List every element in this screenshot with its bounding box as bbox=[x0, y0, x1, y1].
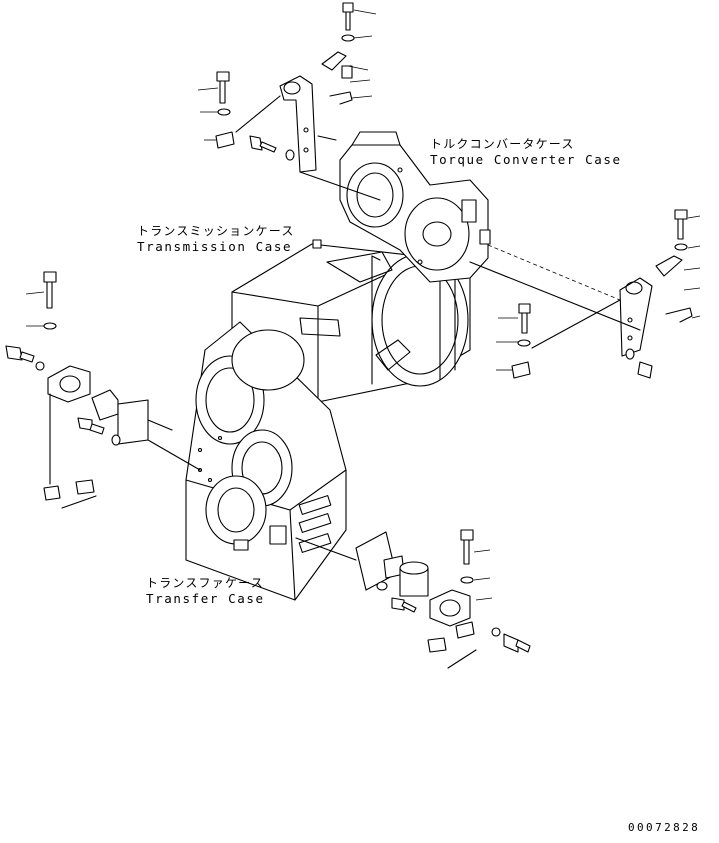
transmission-case-label-en: Transmission Case bbox=[137, 239, 293, 254]
right-mount-assembly bbox=[469, 209, 693, 379]
transfer-case-label-jp: トランスファケース bbox=[146, 576, 264, 590]
transfer-case-label: トランスファケース Transfer Case bbox=[146, 576, 265, 606]
front-lower-mount-assembly bbox=[295, 529, 531, 669]
transmission-case-label: トランスミッションケース Transmission Case bbox=[137, 224, 295, 254]
left-mount-assembly bbox=[5, 271, 201, 509]
torque-converter-case bbox=[339, 131, 491, 283]
torque-converter-case-label: トルクコンバータケース Torque Converter Case bbox=[430, 137, 622, 167]
transfer-case bbox=[185, 321, 347, 601]
transfer-case-label-en: Transfer Case bbox=[146, 591, 265, 606]
drawing-number: 00072828 bbox=[628, 821, 701, 834]
torque-converter-case-label-jp: トルクコンバータケース bbox=[430, 137, 575, 151]
leader-lines bbox=[25, 9, 701, 601]
torque-converter-case-label-en: Torque Converter Case bbox=[430, 152, 622, 167]
top-mount-assembly bbox=[215, 2, 381, 201]
transmission-case-label-jp: トランスミッションケース bbox=[137, 224, 295, 238]
